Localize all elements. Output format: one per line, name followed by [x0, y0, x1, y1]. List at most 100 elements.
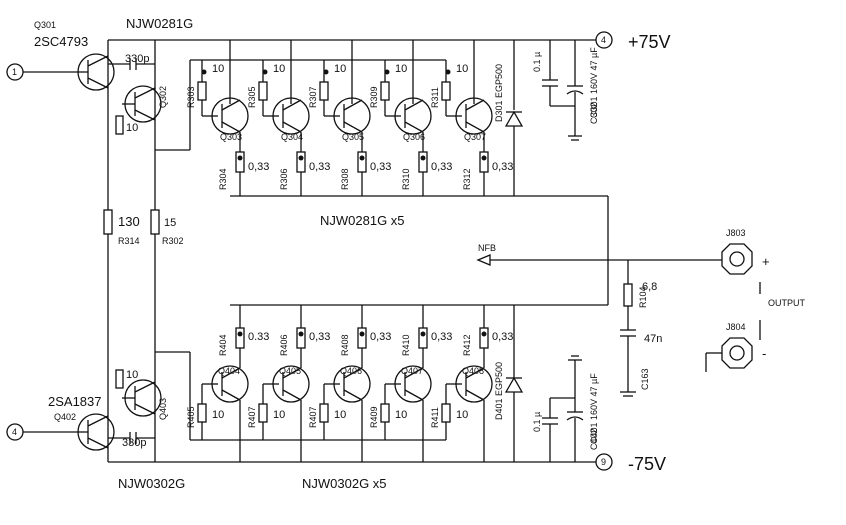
cap-330p-top — [108, 58, 155, 70]
c401-label: C401 160V 47 µF — [589, 373, 599, 444]
top-q-ref-2: Q304 — [281, 132, 303, 142]
bottom-base-resistor-4 — [380, 403, 390, 423]
bottom-emitter-resistor-2 — [296, 327, 306, 349]
cap-330p-top-label: 330p — [125, 53, 149, 65]
top-base-value-2: 10 — [273, 63, 285, 75]
bottom-emitter-resistor-4 — [418, 327, 428, 349]
j803-label: J803 — [726, 228, 746, 238]
top-base-resistor-2 — [258, 81, 268, 101]
c302-capacitor — [542, 40, 575, 107]
bottom-emitter-resistor-1 — [235, 327, 245, 349]
svg-text:4: 4 — [12, 427, 17, 437]
r302-ref: R302 — [162, 236, 184, 246]
pos-rail-label: +75V — [628, 32, 671, 52]
r314-resistor — [103, 209, 113, 235]
bottom-base-resistor-5 — [441, 403, 451, 423]
top-emitter-value-5: 0,33 — [492, 161, 513, 173]
c401-capacitor — [566, 355, 584, 462]
top-emitter-ref-4: R310 — [401, 168, 411, 190]
top-base-ref-5: R311 — [430, 87, 440, 108]
bottom-base-ref-3: R407 — [308, 406, 318, 428]
q301-part: 2SC4793 — [34, 34, 88, 49]
r302-value: 15 — [164, 217, 176, 229]
c163-ref: C163 — [640, 368, 650, 390]
bottom-emitter-value-3: 0,33 — [370, 331, 391, 343]
top-emitter-value-1: 0,33 — [248, 161, 269, 173]
top-emitter-resistor-4 — [418, 151, 428, 173]
q302-transistor — [122, 85, 162, 123]
minus-label: - — [762, 346, 766, 361]
j804-output-jack — [705, 337, 753, 372]
top-base-resistor-5 — [441, 81, 451, 101]
nfb-arrow — [476, 254, 491, 266]
j803-output-jack — [721, 243, 753, 275]
bottom-q-ref-1: Q404 — [218, 366, 240, 376]
d301-diode — [504, 40, 524, 196]
d301-label: D301 EGP500 — [494, 64, 504, 122]
bottom-base-ref-4: R409 — [369, 406, 379, 428]
bottom-emitter-value-5: 0,33 — [492, 331, 513, 343]
r104-ref: R104 — [638, 286, 648, 308]
top-q-ref-1: Q303 — [220, 132, 242, 142]
top-base-resistor-1 — [197, 81, 207, 101]
r104-resistor — [623, 260, 633, 330]
top-emitter-ref-3: R308 — [340, 168, 350, 190]
q403-ref: Q403 — [158, 398, 168, 420]
j804-label: J804 — [726, 322, 746, 332]
top-transistor-3 — [333, 97, 371, 135]
bottom-emitter-ref-3: R408 — [340, 334, 350, 356]
top-emitter-value-2: 0,33 — [309, 161, 330, 173]
neg-rail-label: -75V — [628, 454, 666, 474]
top-base-value-5: 10 — [456, 63, 468, 75]
node-9-negative-terminal: 9 — [595, 453, 613, 471]
r-10-top-label: 10 — [126, 122, 138, 134]
q402-ref: Q402 — [54, 412, 76, 422]
top-q-ref-4: Q306 — [403, 132, 425, 142]
d401-diode — [504, 305, 524, 462]
bottom-emitter-value-4: 0,33 — [431, 331, 452, 343]
bottom-emitter-ref-2: R406 — [279, 334, 289, 356]
cap-330p-bottom — [108, 432, 155, 444]
top-transistor-4 — [394, 97, 432, 135]
top-base-value-4: 10 — [395, 63, 407, 75]
bottom-emitter-resistor-3 — [357, 327, 367, 349]
c402-capacitor — [542, 397, 575, 462]
bottom-base-value-5: 10 — [456, 409, 468, 421]
top-emitter-resistor-2 — [296, 151, 306, 173]
top-base-ref-1: R303 — [186, 86, 196, 108]
top-base-ref-3: R307 — [308, 86, 318, 108]
bottom-base-resistor-3 — [319, 403, 329, 423]
r-10-bottom-resistor — [115, 369, 124, 389]
q402-part: 2SA1837 — [48, 394, 102, 409]
bottom-array-label: NJW0302G x5 — [302, 476, 387, 491]
top-transistor-1 — [211, 97, 249, 135]
r314-value: 130 — [118, 214, 140, 229]
plus-label: + — [762, 254, 770, 269]
svg-text:4: 4 — [601, 35, 606, 45]
top-emitter-value-3: 0,33 — [370, 161, 391, 173]
bottom-emitter-ref-4: R410 — [401, 334, 411, 356]
q302-ref: Q302 — [158, 86, 168, 108]
bottom-base-value-4: 10 — [395, 409, 407, 421]
bottom-base-ref-2: R407 — [247, 406, 257, 428]
bottom-emitter-ref-1: R404 — [218, 334, 228, 356]
bottom-emitter-resistor-5 — [479, 327, 489, 349]
top-emitter-ref-5: R312 — [462, 168, 472, 190]
c402-label: C402 — [589, 428, 599, 450]
bottom-emitter-value-1: 0.33 — [248, 331, 269, 343]
r104-value: 6,8 — [642, 281, 657, 293]
r-10-bottom-label: 10 — [126, 369, 138, 381]
svg-text:9: 9 — [601, 457, 606, 467]
bottom-base-value-1: 10 — [212, 409, 224, 421]
top-emitter-resistor-1 — [235, 151, 245, 173]
bottom-q-ref-3: Q406 — [340, 366, 362, 376]
bottom-emitter-ref-5: R412 — [462, 334, 472, 356]
